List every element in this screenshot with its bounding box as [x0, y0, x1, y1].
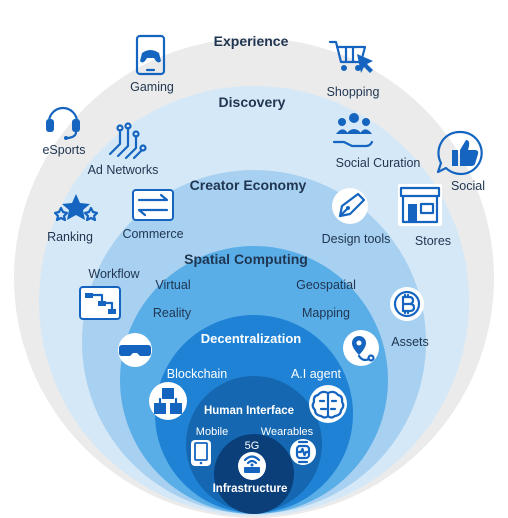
brain-icon: [309, 385, 347, 423]
label-virtual: Virtual: [155, 278, 190, 292]
blocks-icon: [149, 382, 187, 420]
label-social-curation: Social Curation: [336, 156, 421, 170]
layer-infrastructure: Infrastructure: [213, 483, 288, 495]
label-assets: Assets: [391, 335, 429, 349]
stars-icon: [53, 194, 99, 222]
headset-icon: [46, 106, 80, 140]
label-wearables: Wearables: [261, 426, 314, 438]
label-shopping: Shopping: [327, 85, 380, 99]
thumbs-up-icon: [436, 130, 483, 176]
label-geospatial: Geospatial: [296, 278, 356, 292]
exchange-arrows-icon: [132, 189, 174, 221]
bitcoin-icon: [390, 287, 424, 321]
location-pin-icon: [343, 330, 379, 366]
people-icon: [332, 113, 374, 148]
label-commerce: Commerce: [122, 227, 183, 241]
storefront-icon: [398, 184, 442, 226]
circuit-icon: [108, 122, 147, 160]
label-ai-agent: A.I agent: [291, 367, 342, 381]
layer-spatial-computing: Spatial Computing: [184, 251, 308, 267]
layer-discovery: Discovery: [219, 94, 286, 110]
pen-nib-icon: [332, 188, 368, 224]
label-5g: 5G: [245, 440, 260, 452]
label-ranking: Ranking: [47, 230, 93, 244]
phone-icon: [191, 440, 211, 466]
workflow-icon: [79, 286, 121, 320]
label-workflow: Workflow: [88, 267, 140, 281]
label-esports: eSports: [42, 143, 85, 157]
label-social: Social: [451, 179, 485, 193]
label-mobile: Mobile: [196, 426, 228, 438]
label-design-tools: Design tools: [322, 232, 391, 246]
gamepad-icon: [135, 34, 166, 76]
label-reality: Reality: [153, 306, 192, 320]
label-stores: Stores: [415, 234, 451, 248]
label-mapping: Mapping: [302, 306, 350, 320]
router-icon: [238, 452, 266, 480]
label-gaming: Gaming: [130, 80, 174, 94]
layer-decentralization: Decentralization: [201, 331, 301, 346]
vr-headset-icon: [118, 333, 152, 367]
layer-human-interface: Human Interface: [204, 405, 294, 417]
label-blockchain: Blockchain: [167, 367, 227, 381]
layer-experience: Experience: [214, 33, 289, 49]
label-ad-networks: Ad Networks: [88, 163, 159, 177]
shopping-cart-icon: [328, 40, 373, 73]
layer-creator-economy: Creator Economy: [190, 177, 307, 193]
smartwatch-icon: [290, 439, 316, 465]
